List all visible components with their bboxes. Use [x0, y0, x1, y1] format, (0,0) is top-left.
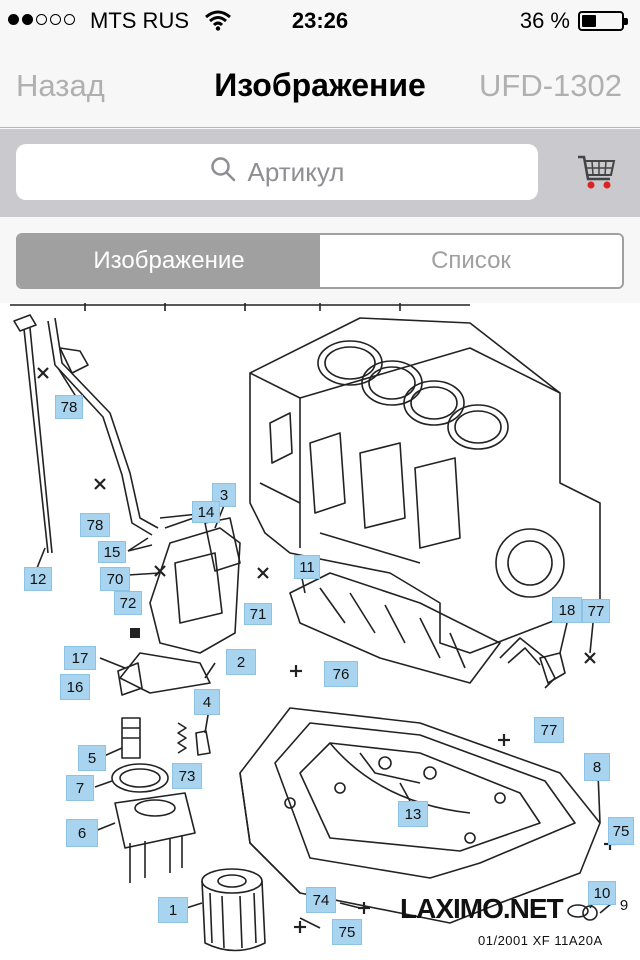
diagram-code: 01/2001 XF 11A20A	[478, 933, 603, 948]
carrier-name: MTS RUS	[90, 8, 189, 33]
callout-16[interactable]: 16	[60, 674, 90, 700]
segment-list[interactable]: Список	[320, 235, 622, 287]
wifi-icon	[205, 9, 231, 36]
callout-17[interactable]: 17	[64, 646, 96, 670]
callout-75-bottom[interactable]: 75	[332, 919, 362, 945]
callout-74[interactable]: 74	[306, 887, 336, 913]
page-title: Изображение	[214, 67, 426, 103]
view-segmented-control: Изображение Список	[16, 233, 624, 289]
callout-71[interactable]: 71	[244, 603, 272, 625]
callout-14[interactable]: 14	[192, 501, 220, 523]
signal-strength	[8, 14, 75, 25]
callout-76[interactable]: 76	[324, 661, 358, 687]
callout-78[interactable]: 78	[80, 513, 110, 537]
engine-block-drawing	[10, 303, 616, 952]
callout-2[interactable]: 2	[226, 649, 256, 675]
segment-image[interactable]: Изображение	[18, 235, 320, 287]
battery-percent: 36 %	[519, 8, 570, 33]
search-placeholder: Артикул	[247, 156, 345, 187]
callout-73[interactable]: 73	[172, 763, 202, 789]
callout-5[interactable]: 5	[78, 745, 106, 771]
parts-diagram[interactable]: 78 3 14 78 15 70 72 71 11 12 18 77 17 16…	[0, 303, 640, 960]
callout-77[interactable]: 77	[582, 599, 610, 623]
signal-dot	[36, 14, 47, 25]
search-bar-area: Артикул	[0, 129, 640, 217]
callout-13[interactable]: 13	[398, 801, 428, 827]
search-input[interactable]: Артикул	[16, 144, 538, 200]
callout-7[interactable]: 7	[66, 775, 94, 801]
callout-18[interactable]: 18	[552, 597, 582, 623]
status-bar: MTS RUS 23:26 36 %	[0, 0, 640, 40]
callout-75-right[interactable]: 75	[608, 817, 634, 845]
article-code-label[interactable]: UFD-1302	[479, 68, 622, 103]
view-switcher-area: Изображение Список	[0, 217, 640, 303]
callout-72[interactable]: 72	[114, 591, 142, 615]
callout-77-lower[interactable]: 77	[534, 717, 564, 743]
cart-icon[interactable]	[574, 151, 618, 195]
callout-11[interactable]: 11	[294, 555, 320, 579]
laximo-watermark: LAXIMO.NET	[400, 893, 564, 924]
signal-dot	[22, 14, 33, 25]
back-button[interactable]: Назад	[16, 68, 105, 103]
signal-dot	[64, 14, 75, 25]
battery-fill	[582, 15, 596, 27]
callout-10[interactable]: 10	[588, 881, 616, 905]
battery-icon	[578, 11, 628, 31]
callout-4[interactable]: 4	[194, 689, 220, 715]
search-icon	[210, 156, 236, 189]
callout-6[interactable]: 6	[66, 819, 98, 847]
callout-78-top[interactable]: 78	[55, 395, 83, 419]
signal-dot	[50, 14, 61, 25]
callout-8[interactable]: 8	[584, 753, 610, 781]
signal-dot	[8, 14, 19, 25]
callout-70[interactable]: 70	[100, 567, 130, 591]
clock: 23:26	[291, 8, 349, 33]
sensor-marker	[130, 628, 140, 638]
callout-12[interactable]: 12	[24, 567, 52, 591]
callout-15[interactable]: 15	[98, 541, 126, 563]
navigation-bar: Назад Изображение UFD-1302	[0, 40, 640, 128]
callout-9[interactable]: 9	[619, 896, 629, 914]
callout-1[interactable]: 1	[158, 897, 188, 923]
